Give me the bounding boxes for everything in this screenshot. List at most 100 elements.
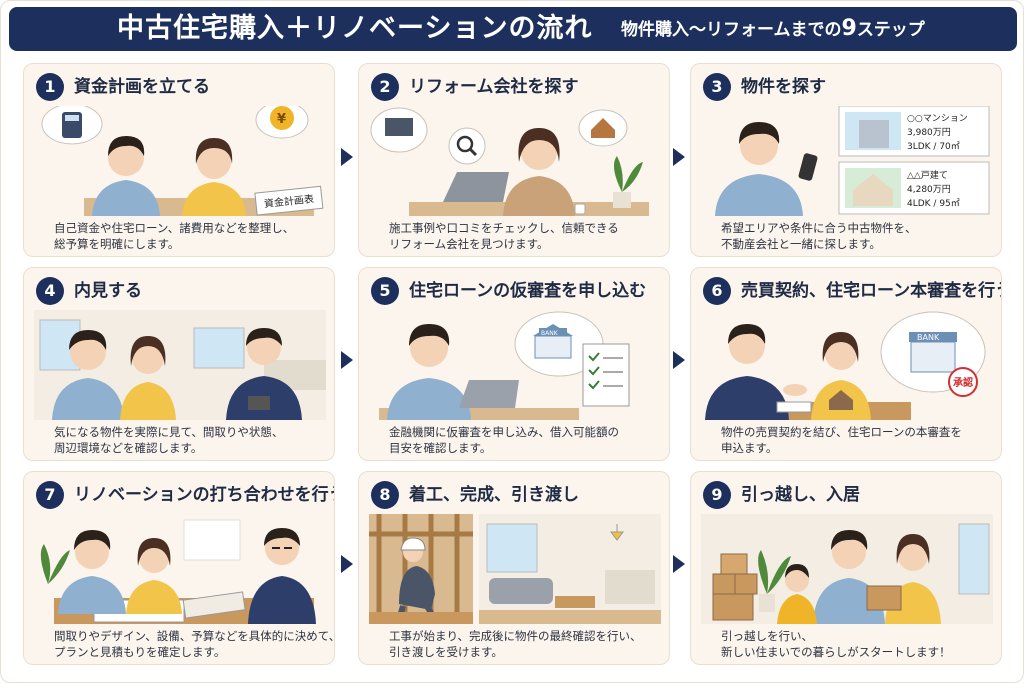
step-title: 物件を探す (741, 77, 826, 97)
step-card-8: 8 着工、完成、引き渡し (358, 471, 670, 665)
laptop-shape (459, 380, 519, 408)
svg-text:BANK: BANK (541, 330, 559, 337)
step-description: 気になる物件を実際に見て、間取りや状態、 周辺環境などを確認します。 (54, 424, 324, 456)
svg-text:4,280万円: 4,280万円 (907, 184, 951, 195)
svg-text:3LDK / 70㎡: 3LDK / 70㎡ (907, 141, 960, 152)
house-icon (591, 118, 615, 138)
coffee-table-shape (555, 596, 595, 608)
step-5-illustration: BANK (379, 311, 630, 420)
designer-figure (248, 528, 316, 624)
magnifier-icon (456, 135, 474, 153)
apartment-icon (859, 120, 889, 148)
step-number: 7 (36, 481, 64, 509)
header-banner: 中古住宅購入＋リノベーションの流れ 物件購入～リフォームまでの9ステップ (9, 7, 1017, 51)
step-card-7: 7 リノベーションの打ち合わせを行う (23, 471, 335, 665)
step-2-illustration (370, 107, 649, 216)
desc-line: 施工事例や口コミをチェックし、信頼できる (389, 221, 619, 235)
desc-line: 自己資金や住宅ローン、諸費用などを整理し、 (54, 221, 295, 235)
step-6-illustration: BANK 承認 (705, 311, 986, 420)
svg-text:○○マンション: ○○マンション (907, 114, 968, 124)
step-title: リノベーションの打ち合わせを行う (74, 485, 335, 505)
desc-line: 総予算を明確にします。 (54, 237, 180, 251)
tablet-icon (248, 396, 270, 410)
woman-figure (120, 336, 176, 420)
budget-sheet (254, 185, 324, 216)
svg-text:4LDK / 95㎡: 4LDK / 95㎡ (907, 198, 960, 209)
step-title: 着工、完成、引き渡し (409, 485, 579, 505)
man-figure (58, 530, 126, 614)
man-figure (715, 122, 803, 216)
desc-line: 工事が始まり、完成後に物件の最終確認を行い、 (389, 629, 642, 643)
step-title: 住宅ローンの仮審査を申し込む (409, 281, 647, 301)
house-model-icon (829, 390, 853, 410)
desc-line: 物件の売買契約を結び、住宅ローンの本審査を (721, 425, 962, 439)
plant-icon (758, 550, 791, 612)
subtitle-prefix: 物件購入～リフォームまでの (621, 20, 842, 40)
step-9-illustration (701, 514, 993, 624)
desc-line: リフォーム会社を見つけます。 (389, 237, 549, 251)
step-title: 売買契約、住宅ローン本審査を行う (741, 281, 1002, 301)
subtitle-suffix: ステップ (856, 20, 925, 40)
svg-text:3,980万円: 3,980万円 (907, 127, 951, 138)
window-shape (486, 523, 538, 573)
sofa-shape (489, 578, 553, 604)
laptop-shape (443, 172, 509, 202)
step-card-1: 1 資金計画を立てる ¥ 資金計画表 (23, 63, 335, 257)
construction-scene (369, 514, 473, 624)
step-description: 自己資金や住宅ローン、諸費用などを整理し、 総予算を明確にします。 (54, 220, 324, 252)
step-description: 希望エリアや条件に合う中古物件を、 不動産会社と一緒に探します。 (721, 220, 991, 252)
step-number: 4 (36, 277, 64, 305)
agent-figure (226, 328, 302, 420)
bank-icon: BANK (909, 332, 957, 373)
smartphone-icon (798, 153, 818, 181)
step-3-illustration: ○○マンション 3,980万円 3LDK / 70㎡ △△戸建て 4,280万円… (715, 106, 990, 216)
desc-line: 間取りやデザイン、設備、予算などを具体的に決めて、 (54, 629, 335, 643)
desc-line: 申込ます。 (721, 441, 778, 455)
desc-line: 引っ越しを行い、 (721, 629, 813, 643)
step-title: リフォーム会社を探す (409, 77, 579, 97)
step-number: 6 (703, 277, 731, 305)
child-figure (777, 564, 817, 624)
step-title: 内見する (74, 281, 142, 301)
step-1-illustration: ¥ 資金計画表 (41, 106, 324, 216)
page-title: 中古住宅購入＋リノベーションの流れ (117, 13, 593, 44)
father-figure (813, 530, 885, 624)
step-number: 9 (703, 481, 731, 509)
step-description: 引っ越しを行い、 新しい住まいでの暮らしがスタートします！ (721, 628, 991, 660)
step-number: 1 (36, 73, 64, 101)
desc-line: 新しい住まいでの暮らしがスタートします！ (721, 645, 951, 659)
flow-arrow-icon (341, 555, 353, 573)
approval-stamp-icon (948, 367, 978, 397)
desc-line: 希望エリアや条件に合う中古物件を、 (721, 221, 917, 235)
flow-arrow-icon (341, 148, 353, 166)
step-number: 8 (371, 481, 399, 509)
step-7-illustration (40, 519, 316, 624)
step-description: 工事が始まり、完成後に物件の最終確認を行い、 引き渡しを受けます。 (389, 628, 659, 660)
boxes-stack (712, 553, 758, 621)
woman-figure (503, 128, 575, 216)
woman-figure (126, 538, 182, 614)
step-card-3: 3 物件を探す ○○マンション 3,980万円 3LDK / 70㎡ △△戸建て… (690, 63, 1002, 257)
handshake-shape (783, 384, 807, 396)
desc-line: プランと見積もりを確定します。 (54, 645, 226, 659)
svg-text:¥: ¥ (277, 112, 286, 127)
pendant-lamp-icon (610, 524, 624, 541)
moving-box (866, 585, 902, 611)
desc-line: 目安を確認します。 (389, 441, 492, 455)
house-icon (853, 174, 893, 206)
yen-coin-icon (270, 106, 294, 130)
man-figure (52, 330, 124, 420)
step-8-illustration (369, 514, 661, 624)
step-4-illustration (34, 310, 326, 420)
man-figure (705, 324, 789, 420)
flow-arrow-icon (673, 351, 685, 369)
helmet-icon (400, 537, 426, 551)
step-description: 物件の売買契約を結び、住宅ローンの本審査を 申込ます。 (721, 424, 991, 456)
step-description: 施工事例や口コミをチェックし、信頼できる リフォーム会社を見つけます。 (389, 220, 659, 252)
step-card-2: 2 リフォーム会社を探す 施工事例や口コミをチェックし、信頼でき (358, 63, 670, 257)
woman-figure (182, 138, 246, 216)
desc-line: 引き渡しを受けます。 (389, 645, 503, 659)
svg-text:△△戸建て: △△戸建て (907, 169, 948, 181)
step-description: 間取りやデザイン、設備、予算などを具体的に決めて、 プランと見積もりを確定します… (54, 628, 335, 660)
